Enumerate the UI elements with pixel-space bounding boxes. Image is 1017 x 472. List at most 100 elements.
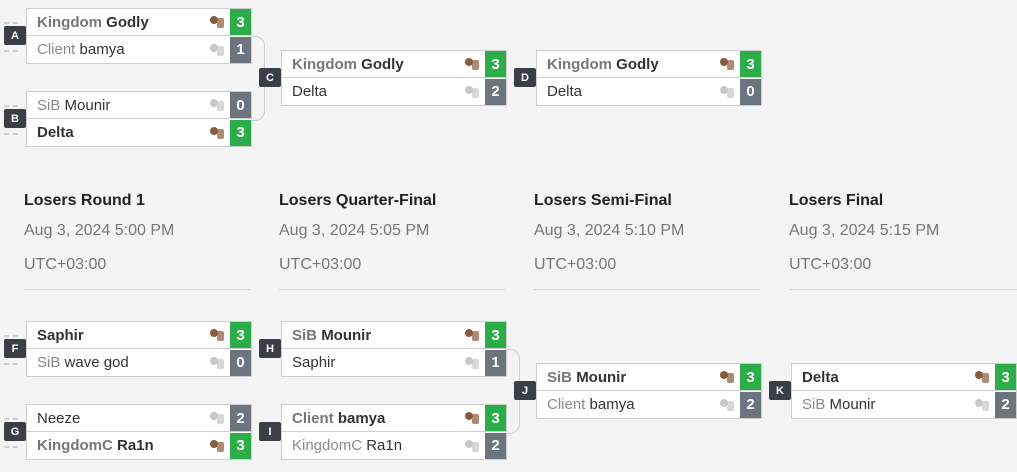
- match-marker[interactable]: J: [514, 381, 542, 400]
- player-name: Mounir: [321, 326, 372, 344]
- match-marker[interactable]: F: [4, 339, 32, 358]
- participant-name: SiB wave god: [27, 354, 204, 371]
- hero-icon: [459, 407, 485, 429]
- match-marker[interactable]: D: [514, 68, 542, 87]
- score: 3: [230, 9, 251, 35]
- match-marker[interactable]: I: [259, 422, 287, 441]
- score: 3: [485, 51, 506, 77]
- participant-slot[interactable]: Neeze 2: [26, 404, 252, 432]
- hero-icon: [204, 122, 230, 144]
- player-name: Neeze: [37, 409, 81, 427]
- participant-name: Delta: [27, 124, 204, 141]
- round-title: Losers Quarter-Final: [279, 192, 437, 209]
- score: 2: [995, 391, 1016, 418]
- participant-name: Saphir: [27, 327, 204, 344]
- participant-slot[interactable]: Client bamya 3: [281, 404, 507, 432]
- divider: [279, 289, 505, 290]
- player-name: Mounir: [64, 96, 111, 114]
- hero-icon: [714, 366, 740, 388]
- participant-name: SiB Mounir: [792, 396, 969, 413]
- score: 3: [485, 322, 506, 348]
- participant-name: Kingdom Godly: [282, 56, 459, 73]
- participant-slot[interactable]: Kingdom Godly 3: [281, 50, 507, 78]
- score: 3: [230, 432, 251, 459]
- score: 3: [740, 51, 761, 77]
- player-name: Mounir: [576, 368, 627, 386]
- team-tag: Client: [547, 396, 586, 413]
- team-tag: Client: [292, 409, 334, 427]
- player-name: Delta: [547, 83, 583, 100]
- score: 2: [230, 405, 251, 431]
- score: 3: [995, 364, 1016, 390]
- match-marker[interactable]: H: [259, 339, 287, 358]
- participant-name: SiB Mounir: [27, 97, 204, 114]
- score: 3: [485, 405, 506, 431]
- participant-slot[interactable]: Kingdom Godly 3: [26, 8, 252, 36]
- participant-slot[interactable]: SiB Mounir 0: [26, 91, 252, 119]
- hero-icon: [459, 324, 485, 346]
- hero-icon: [204, 39, 230, 61]
- participant-name: Kingdom Godly: [27, 14, 204, 31]
- hero-icon: [204, 11, 230, 33]
- match-marker[interactable]: K: [769, 381, 797, 400]
- participant-name: Client bamya: [27, 41, 204, 58]
- score: 0: [230, 349, 251, 376]
- match-marker[interactable]: B: [4, 109, 32, 128]
- hero-icon: [459, 435, 485, 457]
- player-name: Ra1n: [117, 437, 154, 454]
- player-name: Saphir: [292, 354, 336, 371]
- participant-slot[interactable]: SiB Mounir 2: [791, 391, 1017, 419]
- participant-name: Client bamya: [282, 410, 459, 427]
- participant-name: Delta: [792, 369, 969, 386]
- score: 0: [740, 78, 761, 105]
- participant-slot[interactable]: Delta 3: [791, 363, 1017, 391]
- player-name: Delta: [802, 368, 839, 386]
- hero-icon: [969, 366, 995, 388]
- match-marker[interactable]: G: [4, 422, 32, 441]
- participant-slot[interactable]: SiB wave god 0: [26, 349, 252, 377]
- player-name: Mounir: [829, 396, 876, 413]
- player-name: Saphir: [37, 326, 84, 344]
- participant-slot[interactable]: KingdomC Ra1n 3: [26, 432, 252, 460]
- player-name: Godly: [106, 13, 149, 31]
- hero-icon: [969, 394, 995, 416]
- team-tag: KingdomC: [292, 437, 363, 454]
- round-date: Aug 3, 2024 5:05 PM: [279, 222, 430, 239]
- hero-icon: [204, 435, 230, 457]
- round-date: Aug 3, 2024 5:15 PM: [789, 222, 940, 239]
- round-timezone: UTC+03:00: [279, 256, 362, 273]
- participant-name: KingdomC Ra1n: [282, 437, 459, 454]
- score: 2: [485, 78, 506, 105]
- divider: [789, 289, 1017, 290]
- hero-icon: [204, 94, 230, 116]
- team-tag: SiB: [547, 368, 573, 386]
- participant-name: KingdomC Ra1n: [27, 437, 204, 454]
- match-marker[interactable]: C: [259, 68, 287, 87]
- team-tag: Kingdom: [292, 55, 357, 73]
- participant-name: Saphir: [282, 354, 459, 371]
- team-tag: Client: [37, 41, 76, 58]
- participant-slot[interactable]: Delta 0: [536, 78, 762, 106]
- score: 0: [230, 92, 251, 118]
- match-marker[interactable]: A: [4, 26, 32, 45]
